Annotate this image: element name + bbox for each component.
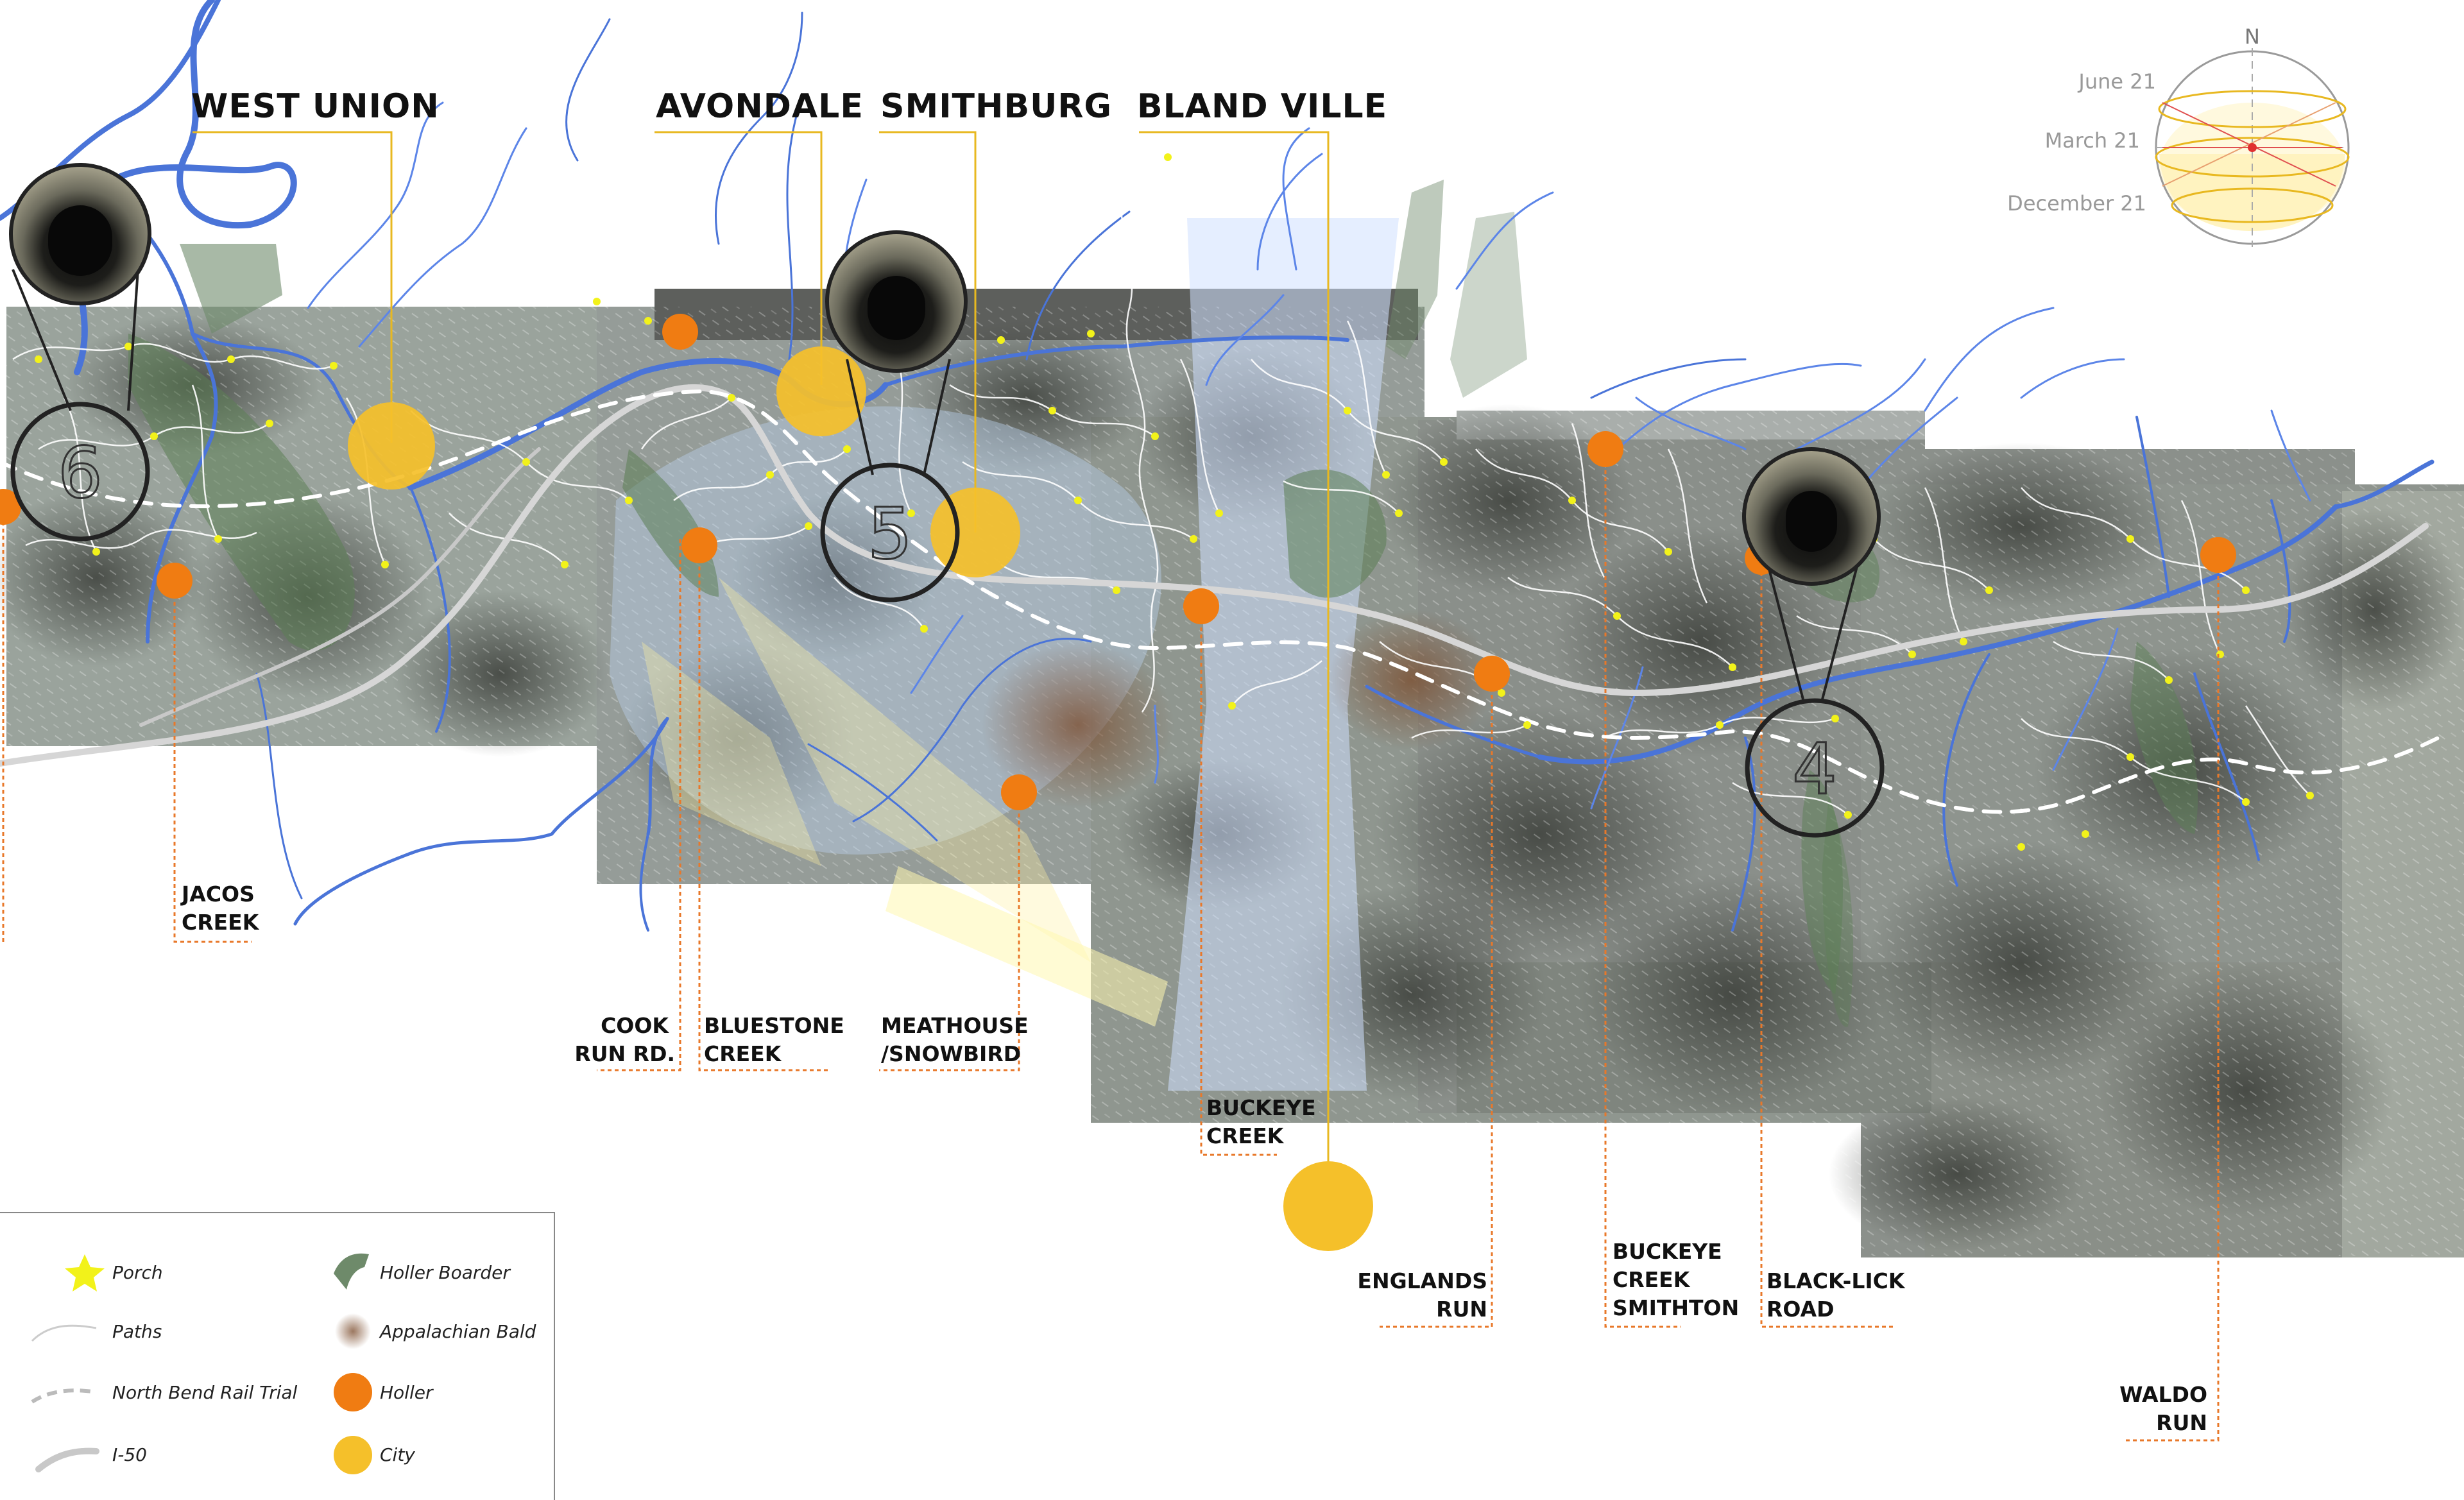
svg-text:CREEK: CREEK bbox=[1613, 1267, 1691, 1292]
holler-markers bbox=[0, 314, 2236, 810]
svg-text:BLUESTONE: BLUESTONE bbox=[704, 1013, 844, 1038]
svg-text:CREEK: CREEK bbox=[182, 910, 260, 935]
highway-line-icon bbox=[35, 1447, 99, 1472]
svg-text:JACOS: JACOS bbox=[180, 882, 255, 907]
city-label-avondale: AVONDALE bbox=[656, 87, 864, 126]
city-label-bland-ville: BLAND VILLE bbox=[1137, 87, 1387, 126]
sun-path-diagram: N June 21 March 21 December 21 bbox=[2007, 24, 2350, 247]
holler-label-englands-run: ENGLANDS RUN bbox=[1357, 1268, 1487, 1322]
holler-label-black-lick-road: BLACK-LICK ROAD bbox=[1767, 1268, 1906, 1322]
holler-leaders bbox=[2, 449, 2220, 1442]
legend-label-rail-trail: North Bend Rail Trial bbox=[112, 1382, 298, 1403]
legend-label-city: City bbox=[380, 1444, 415, 1465]
svg-text:MEATHOUSE: MEATHOUSE bbox=[881, 1013, 1029, 1038]
bald-icon bbox=[335, 1313, 371, 1349]
holler-label-cook-run: COOK RUN RD. bbox=[574, 1013, 675, 1066]
svg-text:COOK: COOK bbox=[601, 1013, 669, 1038]
svg-text:SMITHTON: SMITHTON bbox=[1613, 1295, 1739, 1320]
sun-date-december: December 21 bbox=[2007, 191, 2146, 216]
holler-label-bluestone-creek: BLUESTONE CREEK bbox=[704, 1013, 844, 1066]
city-label-smithburg: SMITHBURG bbox=[880, 87, 1112, 126]
svg-text:BLACK-LICK: BLACK-LICK bbox=[1767, 1268, 1906, 1293]
svg-text:RUN: RUN bbox=[1436, 1297, 1487, 1322]
porch-markers bbox=[35, 153, 2314, 851]
svg-text:RUN: RUN bbox=[2156, 1410, 2207, 1435]
svg-text:/SNOWBIRD: /SNOWBIRD bbox=[881, 1041, 1021, 1066]
legend-label-holler: Holler bbox=[380, 1382, 434, 1403]
svg-text:RUN RD.: RUN RD. bbox=[574, 1041, 675, 1066]
north-label: N bbox=[2245, 24, 2260, 49]
svg-text:ENGLANDS: ENGLANDS bbox=[1357, 1268, 1487, 1293]
orange-dot-icon bbox=[334, 1373, 372, 1411]
tunnel-5: 5 bbox=[820, 230, 968, 602]
holler-label-buckeye-creek-smithton: BUCKEYE CREEK SMITHTON bbox=[1613, 1239, 1739, 1320]
holler-border-icon bbox=[334, 1253, 369, 1290]
star-icon bbox=[65, 1254, 105, 1291]
holler-label-jacos-creek: JACOS CREEK bbox=[180, 882, 260, 935]
holler-label-waldo-run: WALDO RUN bbox=[2119, 1382, 2207, 1435]
holler-label-buckeye-creek: BUCKEYE CREEK bbox=[1206, 1095, 1316, 1148]
svg-text:BUCKEYE: BUCKEYE bbox=[1613, 1239, 1722, 1264]
holler-label-meathouse-snowbird: MEATHOUSE /SNOWBIRD bbox=[881, 1013, 1029, 1066]
svg-text:BUCKEYE: BUCKEYE bbox=[1206, 1095, 1316, 1120]
tunnel-6: 6 bbox=[9, 163, 151, 541]
tunnel-4: 4 bbox=[1742, 447, 1885, 838]
sun-date-march: March 21 bbox=[2045, 128, 2140, 153]
legend-label-holler-border: Holler Boarder bbox=[380, 1262, 511, 1283]
sun-date-june: June 21 bbox=[2077, 69, 2156, 94]
svg-text:ROAD: ROAD bbox=[1767, 1297, 1835, 1322]
legend-label-porch: Porch bbox=[112, 1262, 163, 1283]
city-markers bbox=[348, 346, 1373, 1251]
svg-text:WALDO: WALDO bbox=[2119, 1382, 2207, 1407]
path-line-icon bbox=[31, 1324, 97, 1342]
legend-label-appalachian-bald: Appalachian Bald bbox=[379, 1321, 536, 1342]
legend-label-paths: Paths bbox=[112, 1321, 162, 1342]
rail-trail bbox=[0, 389, 2440, 814]
streams-thin bbox=[307, 101, 2311, 810]
yellow-dot-icon bbox=[334, 1436, 372, 1474]
tunnel-number: 6 bbox=[58, 432, 103, 514]
city-label-west-union: WEST UNION bbox=[191, 87, 440, 126]
i50-highway bbox=[0, 384, 2429, 767]
tunnel-number: 4 bbox=[1792, 728, 1837, 810]
legend: Porch Paths North Bend Rail Trial I-50 H… bbox=[0, 1212, 555, 1500]
svg-text:CREEK: CREEK bbox=[704, 1041, 782, 1066]
svg-text:CREEK: CREEK bbox=[1206, 1123, 1285, 1148]
tunnel-number: 5 bbox=[868, 493, 912, 575]
dashed-line-icon bbox=[31, 1388, 97, 1404]
city-leaders bbox=[193, 131, 1330, 1206]
legend-label-i50: I-50 bbox=[112, 1444, 147, 1465]
